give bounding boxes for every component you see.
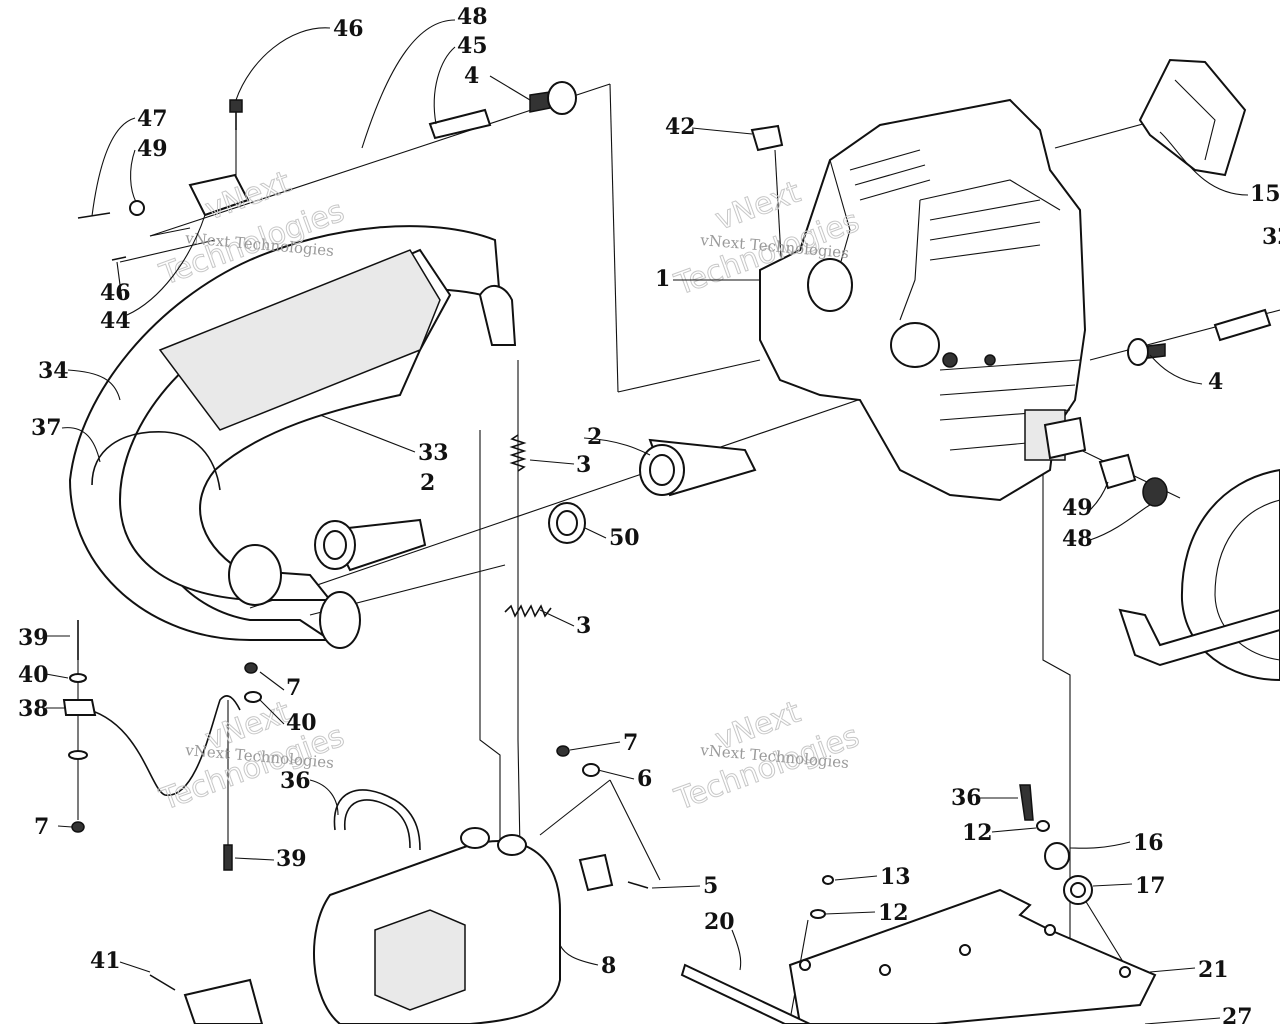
bracket-39 xyxy=(149,974,264,1024)
callout-4-right: 4 xyxy=(1208,369,1223,395)
callout-3-upper: 3 xyxy=(576,452,591,478)
callout-36: 38 xyxy=(18,696,49,722)
bushing-47 xyxy=(1142,477,1168,507)
callout-labels: 46 48 45 4 47 49 46 44 42 1 15 32 4 34 3… xyxy=(18,4,1280,1024)
callout-40: 42 xyxy=(665,114,696,140)
drive-clutch xyxy=(1118,468,1280,682)
callout-37-top: 39 xyxy=(18,625,49,651)
callout-39: 41 xyxy=(90,948,121,974)
callout-2-right: 2 xyxy=(587,424,602,450)
cable-36 xyxy=(62,620,262,871)
callout-14: 15 xyxy=(1250,181,1280,207)
callout-45: 47 xyxy=(137,106,168,132)
watermark-lower-left: vNext Technologies vNext Technologies xyxy=(154,694,349,818)
callout-4-top: 4 xyxy=(464,63,479,89)
mount-4-top xyxy=(529,81,577,115)
callout-44-top: 46 xyxy=(333,16,364,42)
engine-assembly xyxy=(759,98,1087,502)
top-plate-14 xyxy=(1138,58,1247,177)
callout-13: 13 xyxy=(880,864,911,890)
callout-38-right: 40 xyxy=(286,710,317,736)
callout-31: 34 xyxy=(38,358,69,384)
callout-6: 6 xyxy=(637,766,652,792)
hose-34 xyxy=(333,789,421,851)
callout-8: 8 xyxy=(601,953,616,979)
callout-21: 27 xyxy=(1222,1004,1253,1024)
watermark-lower-center: vNext Technologies vNext Technologies xyxy=(669,694,864,818)
callout-16: 17 xyxy=(1135,873,1166,899)
callout-41: 44 xyxy=(100,308,131,334)
seal-50 xyxy=(548,502,586,544)
callout-2-left: 2 xyxy=(420,470,435,496)
callout-1: 1 xyxy=(655,266,670,292)
callout-44-left: 46 xyxy=(100,280,131,306)
bolt-7-6-5 xyxy=(556,745,649,892)
callout-12-right: 12 xyxy=(962,820,993,846)
callout-49: 49 xyxy=(137,136,168,162)
callout-7-right: 7 xyxy=(623,730,638,756)
callout-50: 50 xyxy=(609,525,640,551)
callout-7-left: 7 xyxy=(34,814,49,840)
callout-37-bottom: 39 xyxy=(276,846,307,872)
callout-17: 20 xyxy=(704,909,735,935)
callout-7-mid: 7 xyxy=(286,675,301,701)
callout-3-lower: 3 xyxy=(576,613,591,639)
callout-32: 36 xyxy=(951,785,982,811)
callout-47: 48 xyxy=(1062,526,1093,552)
callout-5: 5 xyxy=(703,873,718,899)
callout-34: 36 xyxy=(280,768,311,794)
mount-15-16 xyxy=(1019,784,1093,905)
bushing-48 xyxy=(1098,453,1137,490)
bracket-41 xyxy=(77,99,250,261)
callout-leaders xyxy=(45,19,1249,1024)
callout-15: 16 xyxy=(1133,830,1164,856)
flange-2-lower xyxy=(314,518,427,572)
callout-20: 21 xyxy=(1198,957,1229,983)
callout-27: 32 xyxy=(1262,224,1280,250)
spring-3-lower xyxy=(504,604,552,618)
callout-48: 49 xyxy=(1062,495,1093,521)
tank-8 xyxy=(313,827,561,1024)
plate-20 xyxy=(788,875,1157,1024)
flange-2-upper xyxy=(639,438,757,497)
spring-3-upper xyxy=(509,434,527,472)
rail-17 xyxy=(680,963,811,1024)
callout-42: 45 xyxy=(457,33,488,59)
exhaust-muffler xyxy=(68,225,517,649)
bracket-40 xyxy=(750,124,784,152)
callout-33: 37 xyxy=(31,415,62,441)
mount-4-right xyxy=(1127,308,1272,366)
callout-12-lower: 12 xyxy=(878,900,909,926)
callout-30: 33 xyxy=(418,440,449,466)
callout-38-left: 40 xyxy=(18,662,49,688)
pin-42 xyxy=(428,108,492,140)
callout-46: 48 xyxy=(457,4,488,30)
